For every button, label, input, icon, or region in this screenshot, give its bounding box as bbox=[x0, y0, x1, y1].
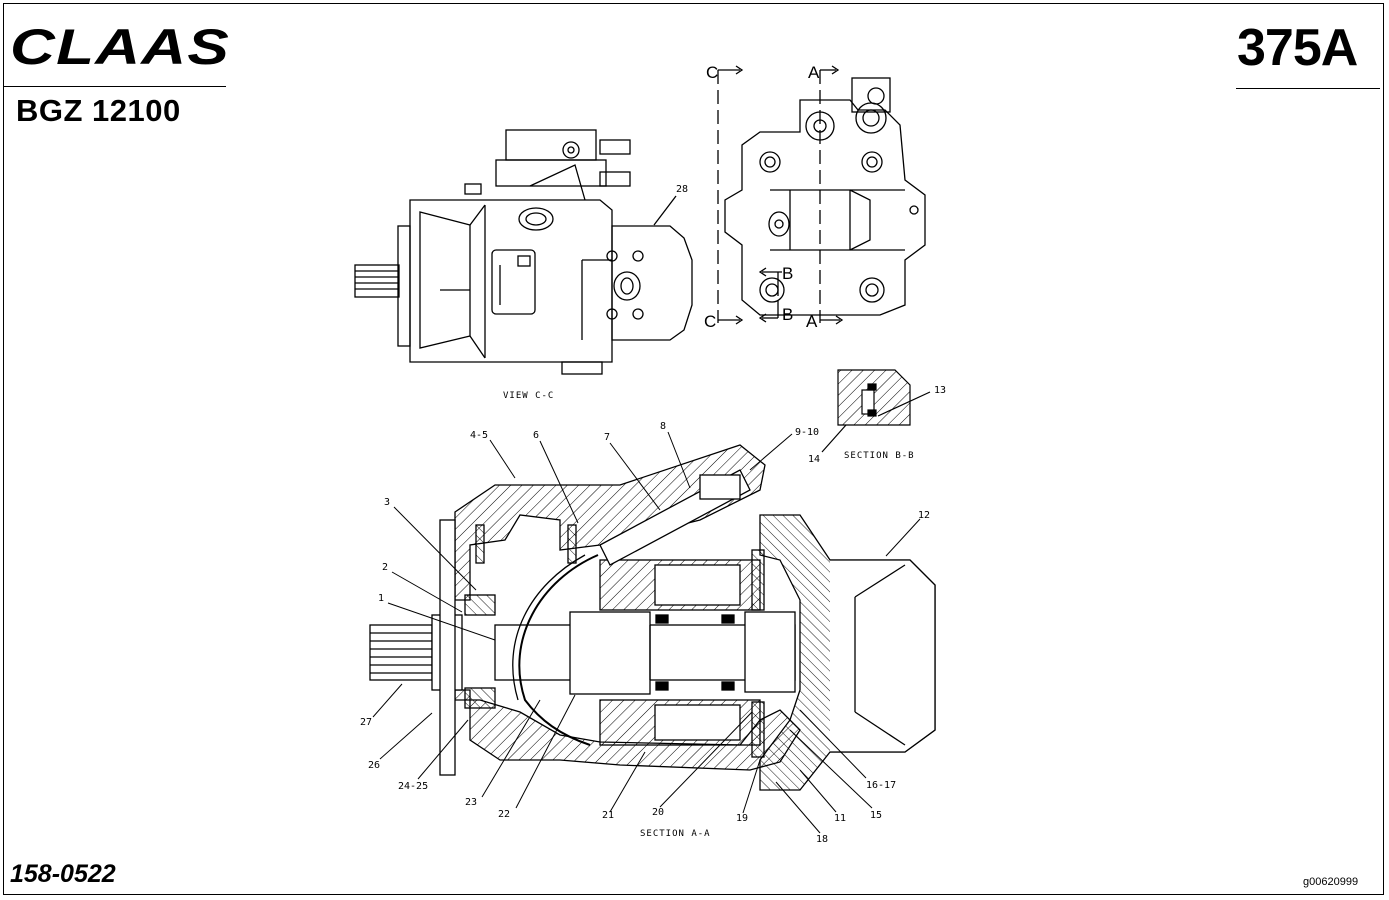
section-b-b-caption: SECTION B-B bbox=[844, 451, 915, 461]
callout-8: 8 bbox=[660, 421, 666, 432]
callout-27: 27 bbox=[360, 717, 372, 728]
callout-6: 6 bbox=[533, 430, 539, 441]
callout-21: 21 bbox=[602, 810, 614, 821]
svg-text:CLAAS: CLAAS bbox=[10, 19, 230, 70]
callout-28: 28 bbox=[676, 184, 688, 195]
section-b-b-detail bbox=[821, 369, 931, 453]
section-marker-c-top: C bbox=[706, 63, 718, 82]
view-c-c bbox=[354, 129, 693, 375]
callout-15: 15 bbox=[870, 810, 882, 821]
callout-9-10: 9-10 bbox=[795, 427, 819, 438]
callout-4-5: 4-5 bbox=[470, 430, 488, 441]
callout-14: 14 bbox=[808, 454, 820, 465]
header-rule-left bbox=[4, 86, 226, 87]
section-a-a-caption: SECTION A-A bbox=[640, 829, 711, 839]
end-view bbox=[717, 65, 926, 325]
callout-23: 23 bbox=[465, 797, 477, 808]
callout-22: 22 bbox=[498, 809, 510, 820]
callout-19: 19 bbox=[736, 813, 748, 824]
claas-logo: CLAAS bbox=[10, 19, 230, 70]
model-title: BGZ 12100 bbox=[16, 93, 181, 128]
callout-20: 20 bbox=[652, 807, 664, 818]
callout-13: 13 bbox=[934, 385, 946, 396]
callout-18: 18 bbox=[816, 834, 828, 845]
view-c-c-caption: VIEW C-C bbox=[503, 391, 554, 401]
sheet-border bbox=[3, 3, 1384, 895]
section-marker-c-bottom: C bbox=[704, 312, 716, 331]
section-marker-a-top: A bbox=[808, 63, 820, 82]
section-a-a bbox=[369, 431, 936, 834]
image-id: g00620999 bbox=[1303, 876, 1359, 888]
callout-1: 1 bbox=[378, 593, 384, 604]
page-number: 375A bbox=[1237, 19, 1358, 77]
callout-3: 3 bbox=[384, 497, 390, 508]
section-marker-a-bottom: A bbox=[806, 312, 818, 331]
callout-7: 7 bbox=[604, 432, 610, 443]
section-marker-b-top: B bbox=[782, 264, 793, 283]
callout-16-17: 16-17 bbox=[866, 780, 896, 791]
callout-11: 11 bbox=[834, 813, 846, 824]
callout-2: 2 bbox=[382, 562, 388, 573]
callout-24-25: 24-25 bbox=[398, 781, 428, 792]
callout-26: 26 bbox=[368, 760, 380, 771]
document-number: 158-0522 bbox=[10, 860, 116, 888]
header-rule-right bbox=[1236, 88, 1380, 89]
callout-12: 12 bbox=[918, 510, 930, 521]
section-marker-b-bottom: B bbox=[782, 305, 793, 324]
